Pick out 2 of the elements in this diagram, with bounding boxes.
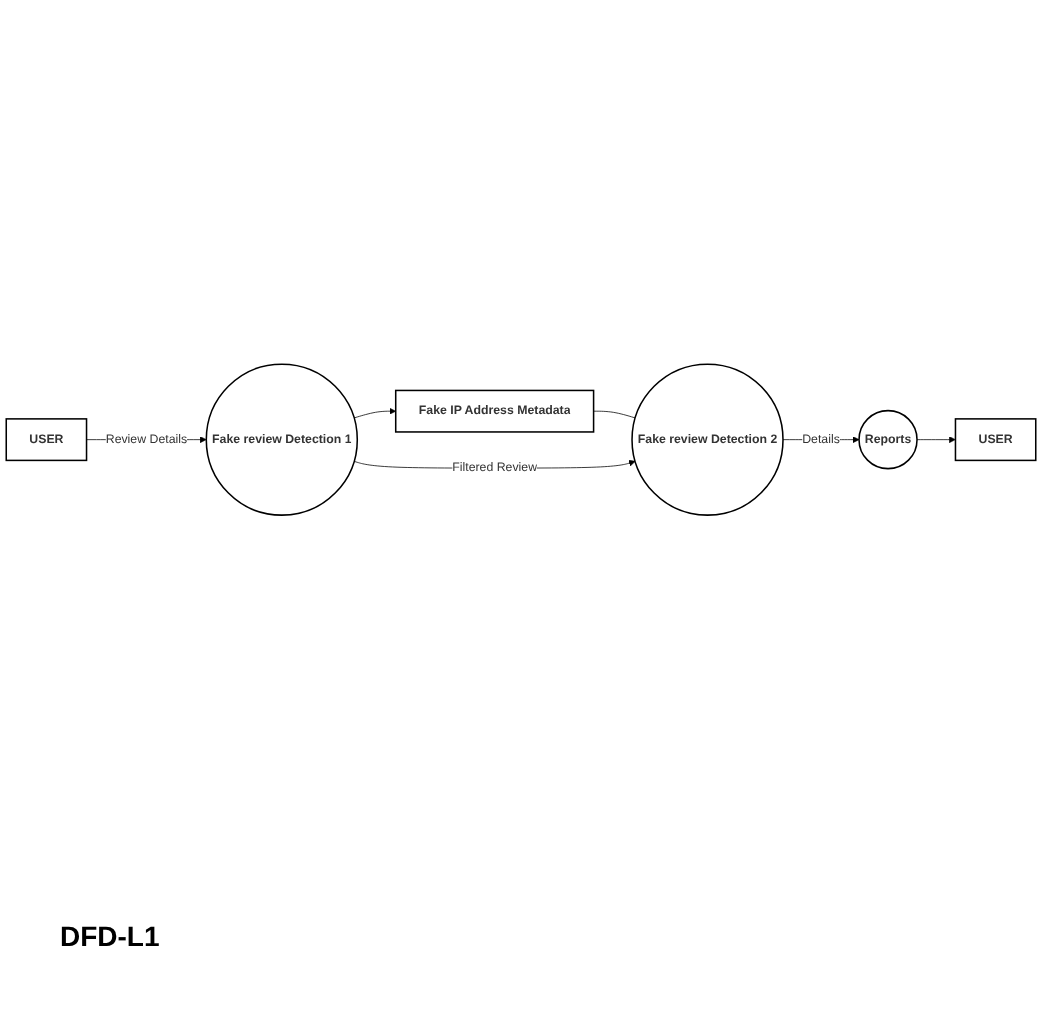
connector bbox=[593, 411, 636, 419]
diagram-label: DFD-L1 bbox=[60, 920, 160, 952]
